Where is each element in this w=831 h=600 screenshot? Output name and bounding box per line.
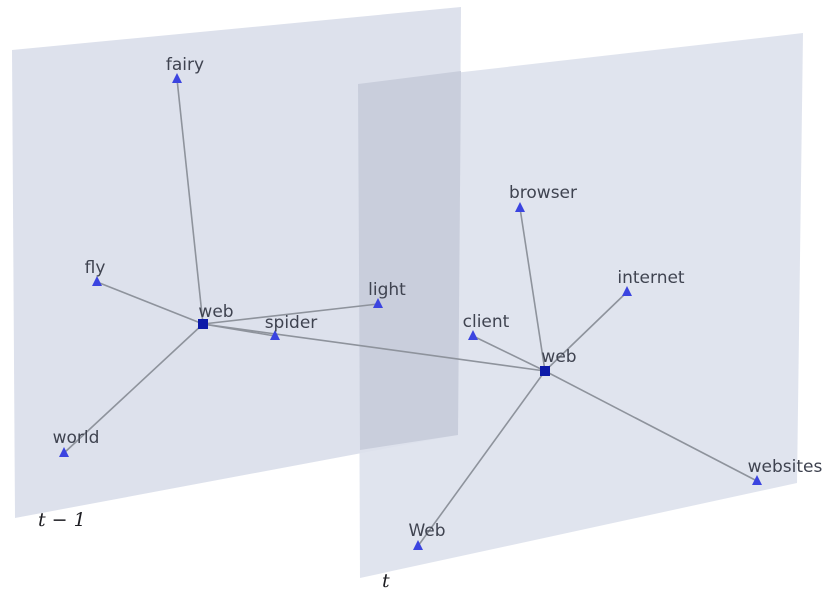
label-websites: websites: [748, 457, 823, 477]
time-label-t-minus-1: t − 1: [38, 509, 86, 531]
node-web-curr: [540, 366, 550, 376]
node-fairy: [172, 73, 182, 83]
edge-web-prev-web-curr: [202, 323, 546, 372]
label-web-curr: web: [541, 347, 576, 367]
node-client: [468, 330, 478, 340]
edge-web-Web: [417, 370, 546, 547]
label-client: client: [463, 312, 510, 332]
node-world: [59, 447, 69, 457]
edge-web-client: [472, 335, 546, 372]
label-world: world: [53, 428, 100, 448]
label-spider: spider: [265, 313, 318, 333]
label-fairy: fairy: [166, 55, 204, 75]
node-web-prev: [198, 319, 208, 329]
label-web-prev: web: [198, 302, 233, 322]
edge-web-fly: [96, 281, 204, 325]
edge-web-websites: [544, 370, 758, 482]
node-fly: [92, 276, 102, 286]
edge-web-world: [63, 323, 204, 454]
time-label-t: t: [382, 570, 390, 592]
edge-web-internet: [544, 291, 628, 372]
node-Web: [413, 540, 423, 550]
label-browser: browser: [509, 183, 577, 203]
plane-overlap: [358, 71, 461, 450]
edge-web-light: [202, 303, 379, 325]
plane-t: [358, 33, 803, 578]
label-Web: Web: [408, 521, 445, 541]
node-websites: [752, 475, 762, 485]
node-internet: [622, 286, 632, 296]
label-internet: internet: [617, 268, 685, 288]
label-fly: fly: [85, 258, 106, 278]
plane-t-minus-1: [12, 7, 461, 518]
edge-web-browser: [519, 207, 546, 372]
node-spider: [270, 330, 280, 340]
node-browser: [515, 202, 525, 212]
label-light: light: [368, 280, 406, 300]
node-light: [373, 298, 383, 308]
edge-web-fairy: [176, 78, 204, 325]
